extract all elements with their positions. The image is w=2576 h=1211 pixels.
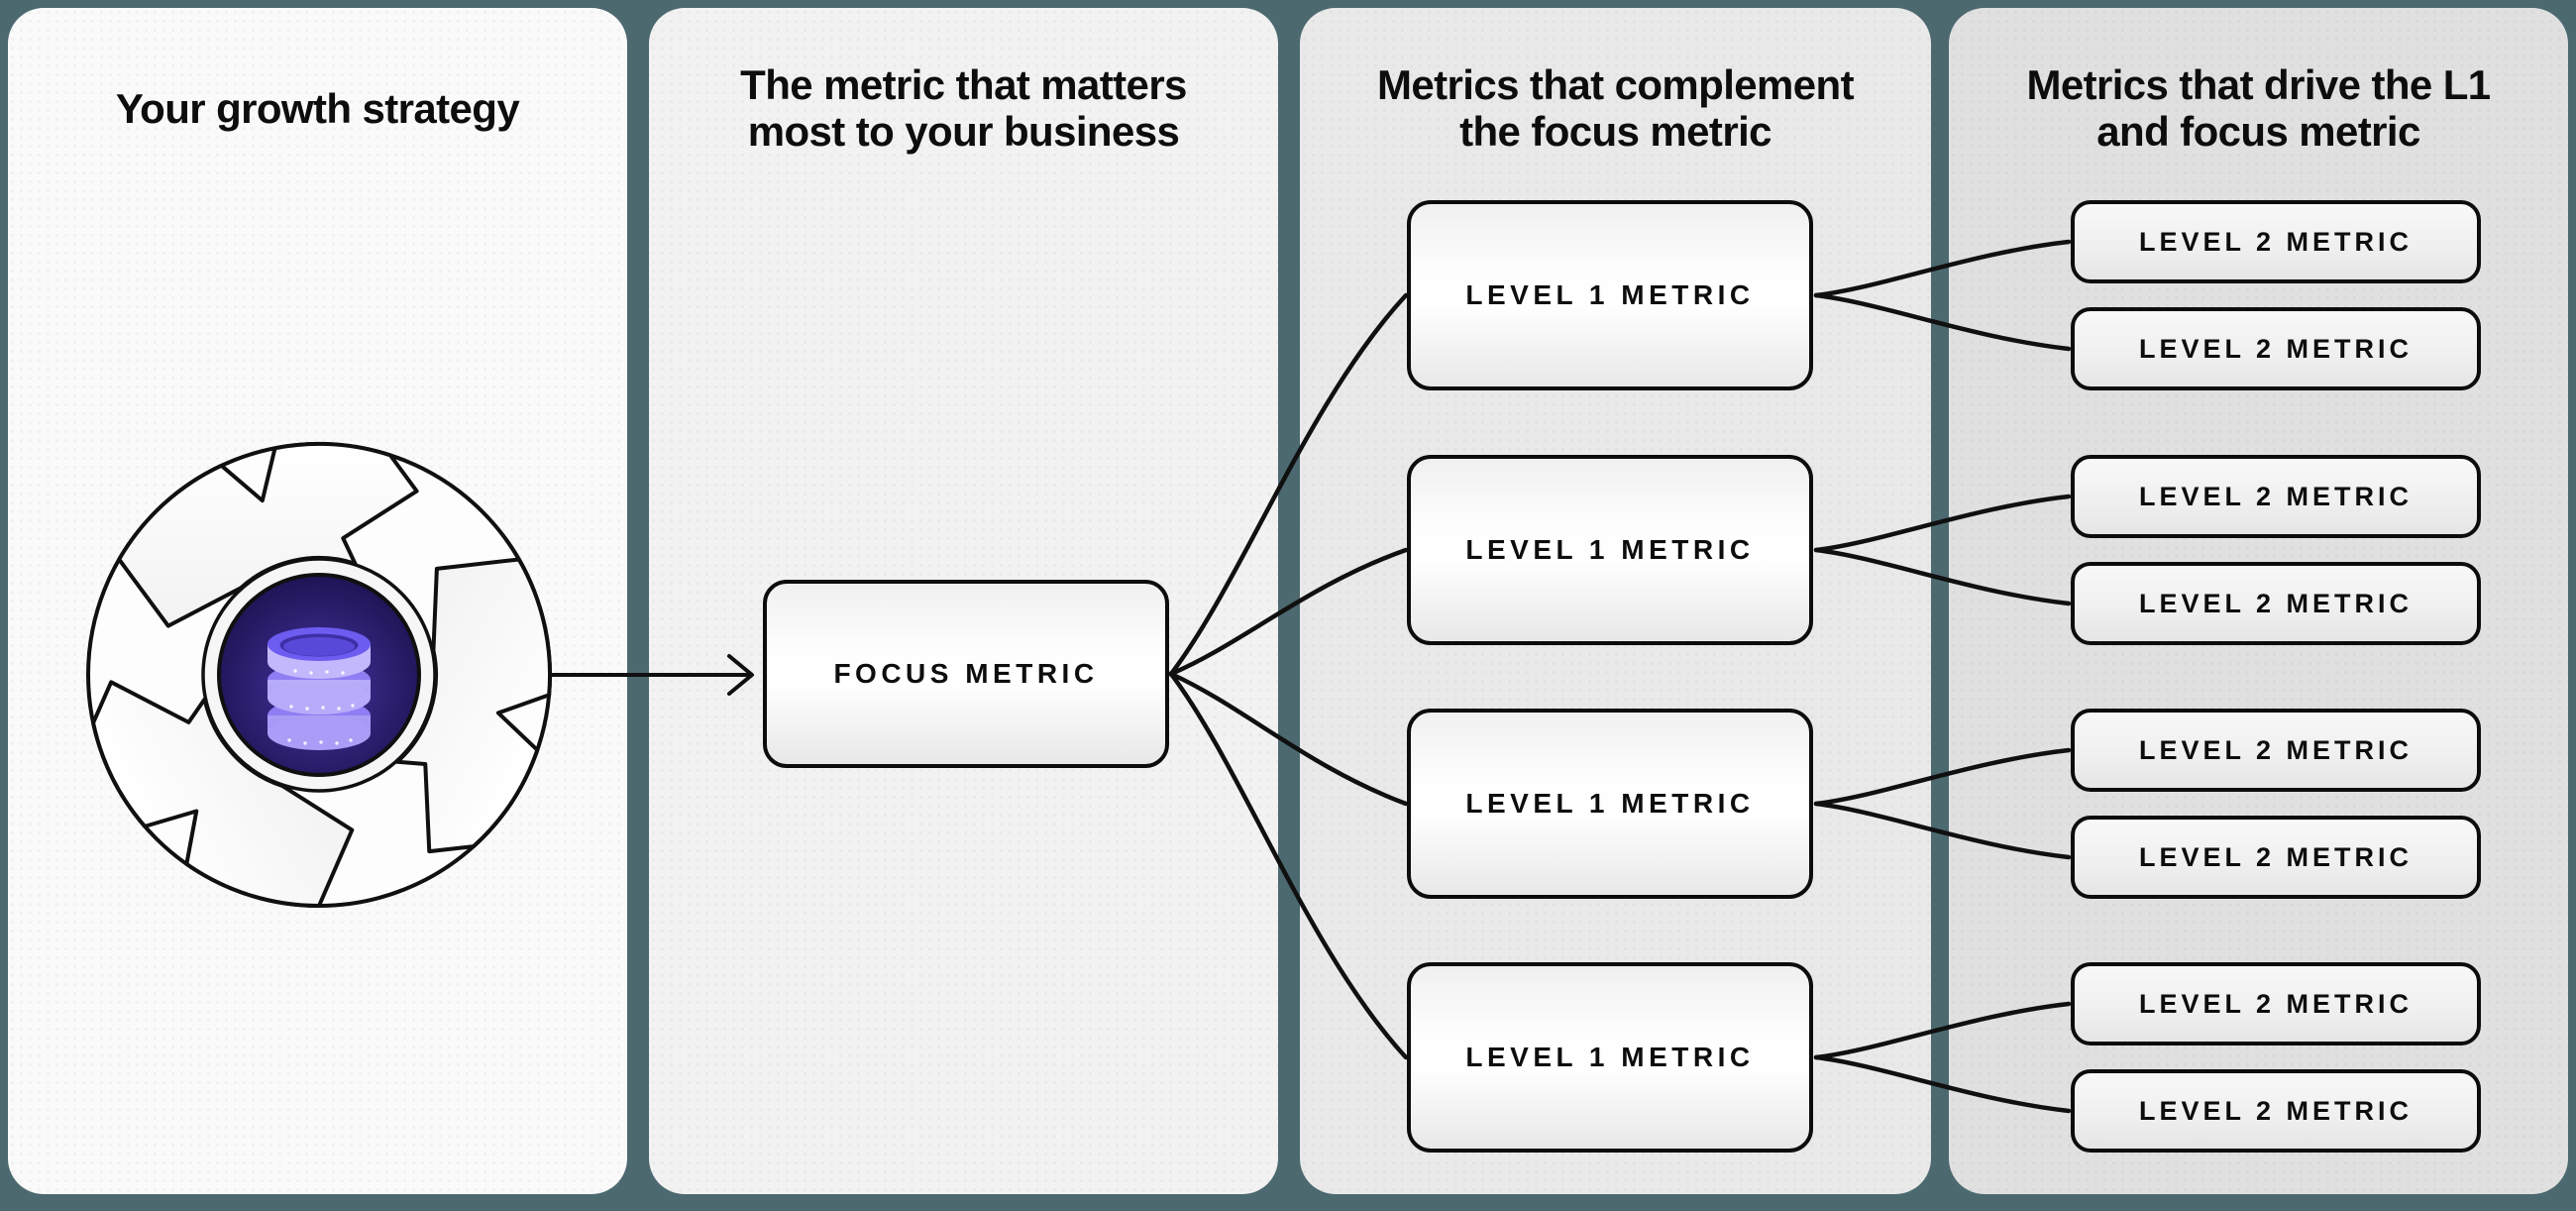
level1-metric-box-2: LEVEL 1 METRIC — [1407, 455, 1813, 645]
level2-metric-box-7: LEVEL 2 METRIC — [2071, 962, 2481, 1046]
focus-metric-label: FOCUS METRIC — [833, 658, 1099, 689]
panel-growth-strategy: Your growth strategy — [8, 8, 627, 1194]
level2-metric-label: LEVEL 2 METRIC — [2138, 226, 2414, 257]
level1-metric-label: LEVEL 1 METRIC — [1465, 788, 1755, 819]
panel-title-focus-metric: The metric that matters most to your bus… — [740, 61, 1187, 155]
level2-metric-box-3: LEVEL 2 METRIC — [2071, 455, 2481, 538]
level2-metric-box-6: LEVEL 2 METRIC — [2071, 816, 2481, 899]
level1-metric-box-1: LEVEL 1 METRIC — [1407, 200, 1813, 390]
panel-title-level1-metrics: Metrics that complement the focus metric — [1377, 61, 1855, 155]
level1-metric-label: LEVEL 1 METRIC — [1465, 534, 1755, 565]
level1-metric-box-4: LEVEL 1 METRIC — [1407, 962, 1813, 1153]
level2-metric-box-8: LEVEL 2 METRIC — [2071, 1069, 2481, 1153]
level2-metric-label: LEVEL 2 METRIC — [2138, 841, 2414, 872]
level1-metric-label: LEVEL 1 METRIC — [1465, 1042, 1755, 1072]
level1-metric-label: LEVEL 1 METRIC — [1465, 279, 1755, 310]
level2-metric-label: LEVEL 2 METRIC — [2138, 1095, 2414, 1126]
level2-metric-label: LEVEL 2 METRIC — [2138, 481, 2414, 511]
level2-metric-label: LEVEL 2 METRIC — [2138, 734, 2414, 765]
panel-title-growth-strategy: Your growth strategy — [115, 85, 520, 132]
level2-metric-label: LEVEL 2 METRIC — [2138, 988, 2414, 1019]
panel-title-level2-metrics: Metrics that drive the L1 and focus metr… — [2026, 61, 2491, 155]
level2-metric-box-4: LEVEL 2 METRIC — [2071, 562, 2481, 645]
level2-metric-label: LEVEL 2 METRIC — [2138, 588, 2414, 618]
focus-metric-box: FOCUS METRIC — [763, 580, 1169, 768]
level2-metric-box-5: LEVEL 2 METRIC — [2071, 709, 2481, 792]
level1-metric-box-3: LEVEL 1 METRIC — [1407, 709, 1813, 899]
level2-metric-label: LEVEL 2 METRIC — [2138, 333, 2414, 364]
level2-metric-box-1: LEVEL 2 METRIC — [2071, 200, 2481, 283]
level2-metric-box-2: LEVEL 2 METRIC — [2071, 307, 2481, 390]
